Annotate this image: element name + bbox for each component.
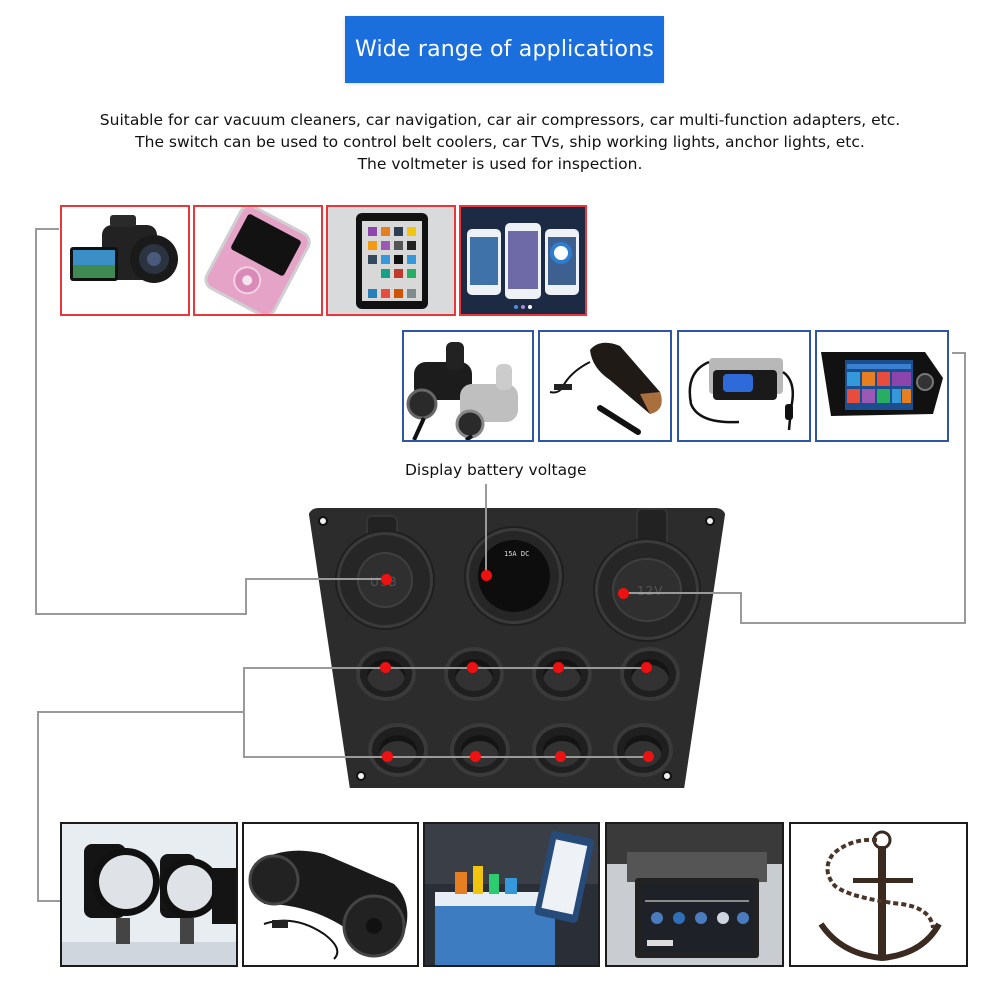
tablet-icon	[356, 213, 428, 309]
cig-device-air-compressor	[677, 330, 811, 442]
marker-switch	[467, 662, 478, 673]
work-lights-icon	[62, 844, 236, 965]
mount-hole	[356, 771, 366, 781]
connector-usb-inner	[245, 578, 387, 580]
connector-12v	[964, 352, 966, 624]
rocker-switch[interactable]	[620, 647, 680, 701]
description-line-1: Suitable for car vacuum cleaners, car na…	[99, 111, 901, 129]
connector-12v	[952, 352, 966, 354]
rocker-switch-button	[461, 735, 499, 767]
marker-switch	[553, 662, 564, 673]
marker-switch	[643, 751, 654, 762]
rocker-switch[interactable]	[532, 723, 592, 777]
connector-12v	[740, 622, 966, 624]
voltmeter-callout: Display battery voltage	[405, 461, 587, 479]
marker-switch	[555, 751, 566, 762]
mp3-player-icon	[204, 207, 311, 314]
connector-usb	[245, 578, 247, 615]
marker-switch	[641, 662, 652, 673]
mount-hole	[318, 516, 328, 526]
camcorder-icon	[70, 215, 178, 283]
rocker-switch[interactable]	[613, 723, 673, 777]
usb-device-camcorder	[60, 205, 190, 316]
voltmeter-rating: 15A DC	[504, 550, 530, 558]
vacuum-cleaner-icon	[549, 342, 662, 435]
cig-device-vacuum-cleaner	[538, 330, 672, 442]
usb-device-smartphones	[459, 205, 587, 316]
marker-switch	[470, 751, 481, 762]
rocker-switch[interactable]	[368, 723, 428, 777]
connector-12v-inner	[624, 592, 742, 594]
switched-device-work-lights	[60, 822, 238, 967]
12v-socket-label: 12V	[637, 584, 664, 598]
connector-switch-row2	[243, 756, 653, 758]
cig-device-car-navigation	[815, 330, 949, 442]
usb-device-mp3-player	[193, 205, 323, 316]
switched-device-car-tv	[605, 822, 784, 967]
marker-switch	[382, 751, 393, 762]
rocker-switch[interactable]	[444, 647, 504, 701]
switched-device-speakers	[242, 822, 419, 967]
rocker-switch[interactable]	[532, 647, 592, 701]
mount-hole	[705, 516, 715, 526]
connector-usb	[35, 228, 59, 230]
marker-switch	[380, 662, 391, 673]
car-tv-icon	[607, 824, 782, 958]
connector-switches	[37, 711, 245, 713]
switched-device-anchor	[789, 822, 968, 967]
mount-hole	[662, 771, 672, 781]
marker-usb	[381, 574, 392, 585]
speakers-icon	[248, 850, 408, 960]
cig-device-socket-adapter	[402, 330, 534, 442]
connector-switches	[37, 900, 61, 902]
smartphones-icon	[467, 223, 579, 309]
connector-12v	[740, 592, 742, 624]
connector-switches	[37, 711, 39, 901]
car-cooler-icon	[425, 824, 598, 965]
connector-switch-row1	[243, 667, 650, 669]
air-compressor-icon	[688, 358, 794, 431]
marker-voltmeter	[481, 570, 492, 581]
description-line-2: The switch can be used to control belt c…	[135, 133, 865, 151]
switched-device-car-cooler	[423, 822, 600, 967]
connector-usb	[35, 613, 247, 615]
rocker-switch-button	[624, 735, 662, 767]
title-banner: Wide range of applications	[345, 16, 664, 83]
car-navigation-icon	[821, 352, 943, 416]
anchor-icon	[818, 830, 942, 962]
description-line-3: The voltmeter is used for inspection.	[357, 155, 643, 173]
connector-voltmeter-inner	[485, 484, 487, 576]
rocker-switch[interactable]	[450, 723, 510, 777]
marker-12v	[618, 588, 629, 599]
socket-adapter-icon	[406, 342, 518, 440]
connector-usb	[35, 228, 37, 614]
connector-switches	[243, 667, 245, 758]
page-title: Wide range of applications	[354, 37, 655, 62]
rocker-switch[interactable]	[356, 647, 416, 701]
usb-device-tablet	[326, 205, 456, 316]
